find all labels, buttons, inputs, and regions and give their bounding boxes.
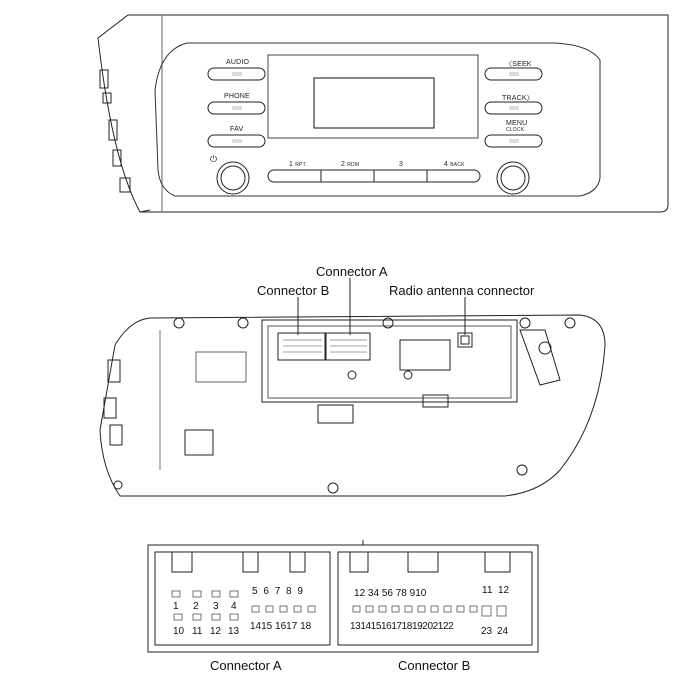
connector-b-callout: Connector B: [257, 283, 330, 298]
connector-a-pin-12: 12: [210, 626, 222, 637]
power-icon: ⏻: [210, 154, 218, 164]
preset-1-label: 1 RPT: [289, 161, 306, 168]
audio-button-label: AUDIO: [226, 59, 250, 66]
clock-button-label: CLOCK: [506, 127, 525, 133]
preset-2-label: 2 RDM: [341, 161, 360, 168]
connector-a-caption: Connector A: [210, 658, 282, 673]
connector-b-pin-23: 23: [481, 626, 493, 637]
connector-b-pins-1-10: 12 34 56 78 910: [354, 588, 427, 599]
connector-a-pin-3: 3: [213, 601, 219, 612]
connector-b-caption: Connector B: [398, 658, 471, 673]
connector-a-pin-4: 4: [231, 601, 237, 612]
connector-b-pins-13-22: 13141516171819202122: [350, 621, 454, 632]
menu-button-label: MENU: [506, 120, 528, 127]
connector-a-pins-14-18: 1415 1617 18: [250, 621, 312, 632]
track-button-label: TRACK〉: [502, 95, 534, 102]
connector-a-pin-1: 1: [173, 601, 179, 612]
phone-button-label: PHONE: [224, 93, 250, 100]
connector-b-pin-11: 11: [482, 585, 493, 596]
connector-a-pins-5-9: 5 6 7 8 9: [252, 586, 303, 597]
connector-a-pin-10: 10: [173, 626, 185, 637]
seek-button-label: 〈SEEK: [505, 61, 532, 68]
connector-a-pin-2: 2: [193, 601, 199, 612]
antenna-connector-callout: Radio antenna connector: [389, 283, 535, 298]
connector-a-pin-11: 11: [192, 626, 203, 637]
connector-a-callout: Connector A: [316, 264, 388, 279]
preset-4-label: 4 BACK: [444, 161, 465, 168]
fav-button-label: FAV: [230, 126, 244, 133]
connector-b-pin-12: 12: [498, 585, 510, 596]
preset-3-label: 3: [399, 161, 404, 168]
connector-b-pin-24: 24: [497, 626, 509, 637]
connector-a-pin-13: 13: [228, 626, 240, 637]
